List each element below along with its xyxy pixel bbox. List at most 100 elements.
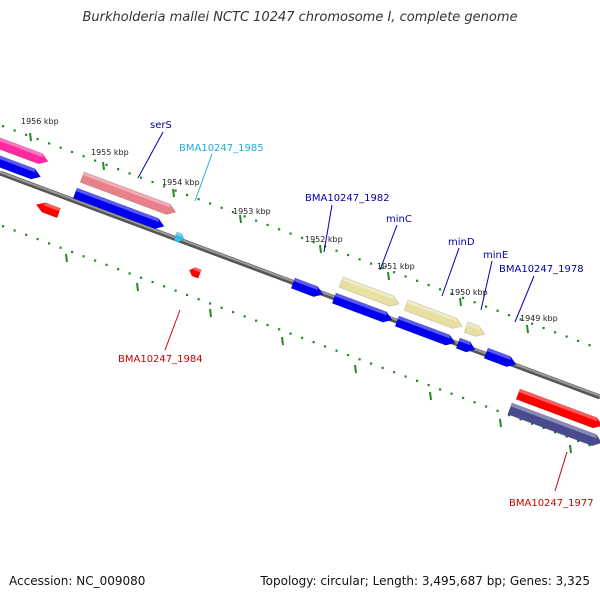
gene-arrow-magenta [0,133,49,165]
gene-arrow-red-right-outline [515,388,600,429]
minor-tick [197,298,200,301]
kbp-label: 1953 kbp [233,207,271,216]
gene-arrow-blue-3-outline [394,315,456,346]
gene-arrow-blue-left [0,151,42,180]
gene-label-bma10247_1982: BMA10247_1982 [305,193,390,204]
map-title: Burkholderia mallei NCTC 10247 chromosom… [82,10,518,25]
gene-arrow-blue-left-shine [0,152,36,173]
gene-arrow-minc [338,276,400,307]
minor-tick [209,202,212,205]
minor-tick [508,314,511,317]
minor-tick [94,159,97,162]
gene-label-sers: serS [150,120,172,131]
major-tick [387,271,390,281]
major-tick [136,282,139,292]
minor-tick [140,276,143,279]
gene-arrow-magenta-shine [0,134,43,158]
minor-tick [324,345,327,348]
gene-arrow-blue-2-body [332,293,393,323]
major-tick [526,324,529,334]
minor-tick [577,339,580,342]
kbp-label: 1951 kbp [377,262,415,271]
minor-tick [358,258,361,261]
gene-arrow-navy [507,402,600,447]
pointer-1984 [164,309,181,351]
pointer-1977 [554,451,568,492]
minor-tick [531,422,534,425]
minor-tick [439,288,442,291]
minor-tick [381,366,384,369]
minor-tick [565,435,568,438]
minor-tick [255,219,258,222]
minor-tick [289,332,292,335]
gene-arrow-blue-3-shine [397,316,450,339]
minor-tick [71,150,74,154]
minor-tick [151,280,154,284]
minor-tick [220,306,223,309]
minor-tick [2,225,5,228]
gene-arrow-blue-3-body [395,316,456,346]
accession-text: Accession: NC_009080 [9,574,146,588]
major-tick [281,336,284,346]
minor-tick [82,255,85,258]
gene-label-mine: minE [483,250,508,261]
gene-arrow-blue-body [73,188,165,229]
minor-tick [117,168,120,171]
gene-arrow-blue-1982-shine [293,278,318,291]
minor-tick [347,253,350,257]
minor-tick [48,242,51,245]
minor-tick [404,275,407,278]
kbp-label: 1954 kbp [162,178,200,187]
major-tick [499,418,502,428]
gene-arrow-minc-outline [338,276,400,307]
minor-tick [117,268,120,271]
minor-tick [25,233,28,236]
gene-arrow-blue-1978 [483,347,517,368]
gene-arrow-red-small-body [36,202,61,218]
minor-tick [519,318,522,321]
gene-arrow-mind [403,299,463,329]
pointer-minc [379,224,398,271]
minor-tick [416,379,419,382]
gene-arrow-blue [72,187,165,230]
minor-tick [25,133,28,136]
gene-arrow-sers-shine [82,172,171,208]
gene-arrow-minc-body [339,277,400,307]
minor-tick [197,198,200,201]
minor-tick [577,439,580,442]
gene-arrow-red-small-shine [43,202,61,212]
gene-arrow-blue-1978-shine [486,348,511,361]
minor-tick [140,176,143,179]
minor-tick [485,405,488,408]
pointer-mine [480,260,493,311]
minor-tick [335,249,338,252]
gene-arrow-sers [79,171,177,215]
genome-stats: Topology: circular; Length: 3,495,687 bp… [260,574,590,588]
major-tick [569,444,572,454]
gene-label-minc: minC [386,214,412,225]
minor-tick [496,409,499,412]
pointer-1978 [514,275,535,323]
gene-arrow-blue-1982-body [291,278,324,297]
minor-tick [462,396,465,400]
gene-arrow-navy-outline [507,402,600,447]
major-tick [319,244,322,254]
minor-tick [278,228,281,231]
minor-tick [427,283,430,287]
major-tick [209,308,212,318]
gene-arrow-mine-shine [466,322,480,330]
minor-tick [347,353,350,357]
minor-tick [36,238,39,241]
minor-tick [36,138,39,141]
minor-tick [485,305,488,308]
minor-tick [450,292,453,295]
gene-arrow-blue-3 [394,315,456,346]
minor-tick [232,310,235,314]
minor-tick [370,262,373,265]
minor-tick [82,155,85,158]
minor-tick [531,322,534,325]
major-tick [459,297,462,307]
minor-tick [266,223,269,227]
